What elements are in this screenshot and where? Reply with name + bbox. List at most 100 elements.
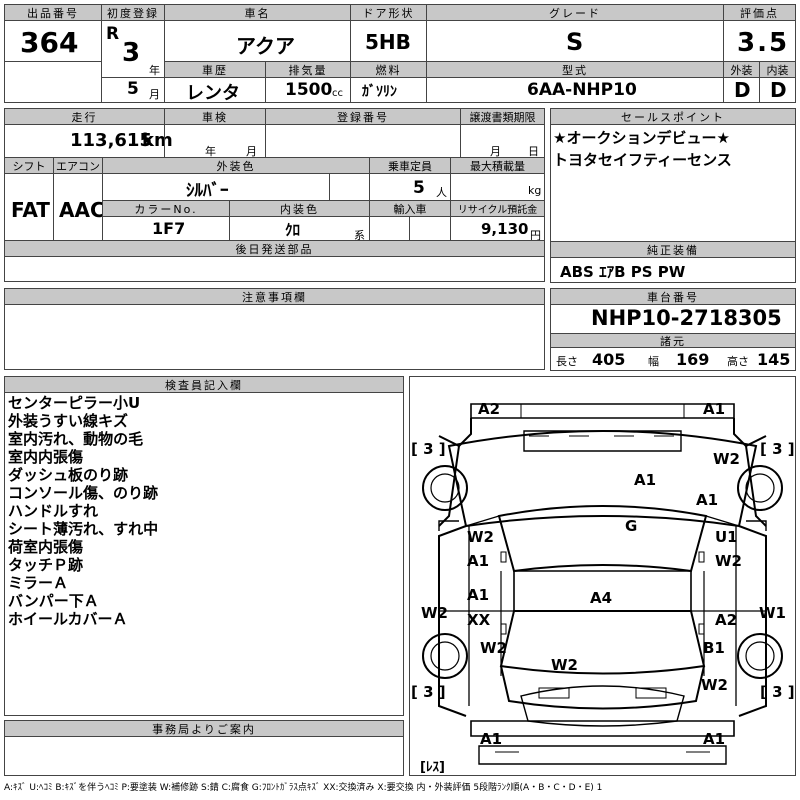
dmg-front-door-l-top: W2 <box>467 528 494 546</box>
lot-no-label: 出品番号 <box>4 4 102 21</box>
model-label: 型式 <box>426 61 724 78</box>
era-label: R <box>106 24 120 44</box>
shift-value: FAT <box>11 198 50 222</box>
reg-no-label: 登録番号 <box>265 108 461 125</box>
deadline-day-unit: 日 <box>528 145 539 158</box>
note-item: ハンドルすれ <box>8 502 99 520</box>
inspection-year-unit: 年 <box>205 145 216 158</box>
sales-point-1: ★オークションデビュー★ <box>553 129 730 147</box>
recycle-value: 9,130 <box>481 220 529 238</box>
note-item: ホイールカバーＡ <box>8 610 128 628</box>
reg-year-unit: 年 <box>149 64 160 77</box>
tire-fl: [ 3 ] <box>411 440 446 458</box>
recycle-unit: 円 <box>530 229 541 242</box>
transfer-deadline-label: 譲渡書類期限 <box>460 108 545 125</box>
reg-month-unit: 月 <box>149 88 160 101</box>
interior-value: D <box>770 78 787 102</box>
inspection-month-unit: 月 <box>246 145 257 158</box>
recycle-label: リサイクル預託金 <box>450 200 545 217</box>
length-value: 405 <box>592 350 626 369</box>
note-item: 荷室内張傷 <box>8 538 84 556</box>
ext-color-label: 外装色 <box>102 157 370 174</box>
dmg-rear-left: A1 <box>480 730 503 748</box>
inspector-notes: センターピラー小U 外装うすい線キズ 室内汚れ、動物の毛 室内内張傷 ダッシュ板… <box>8 394 158 628</box>
interior-label: 内装 <box>759 61 796 78</box>
import-label: 輸入車 <box>369 200 451 217</box>
genuine-label: 純正装備 <box>550 241 796 258</box>
int-color-unit: 系 <box>354 229 365 242</box>
tire-rl: [ 3 ] <box>411 683 446 701</box>
office-label: 事務局よりご案内 <box>4 720 404 737</box>
int-color-label: 内装色 <box>229 200 370 217</box>
legend: A:ｷｽﾞ U:ﾍｺﾐ B:ｷｽﾞを伴うﾍｺﾐ P:要塗装 W:補修跡 S:錆 … <box>4 783 603 793</box>
note-item: 室内内張傷 <box>8 448 84 466</box>
score-label: 評価点 <box>723 4 796 21</box>
note-item: 室内汚れ、動物の毛 <box>8 430 144 448</box>
capacity-value: 5 <box>413 178 425 198</box>
reg-year-value: 3 <box>122 38 141 68</box>
int-color-value: ｸﾛ <box>285 221 301 239</box>
shift-label: シフト <box>4 157 54 174</box>
reg-month-value: 5 <box>127 79 139 99</box>
exterior-value: D <box>734 78 751 102</box>
dmg-side-l: W2 <box>421 604 448 622</box>
dmg-rear-window: W2 <box>551 656 578 674</box>
car-diagram-frame <box>409 376 796 776</box>
spare-tire: [ﾚｽ] <box>420 760 445 775</box>
ext-color-value: ｼﾙﾊﾞｰ <box>186 181 229 201</box>
door-type-label: ドア形状 <box>350 4 427 21</box>
tire-fr: [ 3 ] <box>760 440 795 458</box>
deadline-month-unit: 月 <box>490 145 501 158</box>
note-item: ミラーＡ <box>8 574 69 592</box>
car-name-value: アクア <box>236 34 295 58</box>
later-parts-label: 後日発送部品 <box>4 240 545 257</box>
aircon-label: エアコン <box>53 157 103 174</box>
note-item: タッチＰ跡 <box>8 556 84 574</box>
dmg-front-door-r-top: U1 <box>715 528 738 546</box>
capacity-label: 乗車定員 <box>369 157 451 174</box>
width-value: 169 <box>676 350 710 369</box>
note-item: コンソール傷、のり跡 <box>8 484 159 502</box>
note-item: ダッシュ板のり跡 <box>8 466 129 484</box>
color-no-value: 1F7 <box>152 219 186 238</box>
dmg-side-r: W1 <box>759 604 786 622</box>
note-item: 外装うすい線キズ <box>8 412 129 430</box>
first-reg-label: 初度登録 <box>101 4 165 21</box>
dmg-front-door-l-bottom: A1 <box>467 552 490 570</box>
dmg-rear-right: A1 <box>703 730 726 748</box>
max-load-unit: kg <box>528 184 542 197</box>
sales-point-list: ★オークションデビュー★ トヨタセイフティーセンス <box>553 129 732 169</box>
door-type-value: 5HB <box>365 30 411 54</box>
dmg-rear-door-l-top: A1 <box>467 586 490 604</box>
tire-rr: [ 3 ] <box>760 683 795 701</box>
dmg-rear-door-r: A2 <box>715 611 738 629</box>
aircon-value: AAC <box>59 198 105 222</box>
dmg-roof: G <box>625 517 638 535</box>
dmg-trunk: A4 <box>590 589 613 607</box>
note-item: バンパー下Ａ <box>8 592 99 610</box>
fuel-label: 燃料 <box>350 61 427 78</box>
dmg-rear-wheel-r: W2 <box>701 676 728 694</box>
note-item: シート薄汚れ、すれ中 <box>8 520 159 538</box>
height-value: 145 <box>757 350 791 369</box>
inspector-label: 検査員記入欄 <box>4 376 404 393</box>
history-value: レンタ <box>186 83 240 104</box>
sales-point-2: トヨタセイフティーセンス <box>553 151 732 169</box>
model-value: 6AA-NHP10 <box>527 80 637 100</box>
grade-label: グレード <box>426 4 724 21</box>
height-label: 高さ <box>727 355 749 368</box>
mileage-value: 113,615 <box>70 130 152 151</box>
note-item: センターピラー小U <box>8 394 141 412</box>
dmg-front-wheel-r: W2 <box>713 450 740 468</box>
car-name-label: 車名 <box>164 4 351 21</box>
dmg-rear-door-l-bottom: XX <box>467 611 491 629</box>
displacement-label: 排気量 <box>265 61 351 78</box>
capacity-unit: 人 <box>436 186 447 199</box>
length-label: 長さ <box>556 355 578 368</box>
width-label: 幅 <box>648 355 659 368</box>
dmg-front-right: A1 <box>703 400 726 418</box>
max-load-label: 最大積載量 <box>450 157 545 174</box>
fuel-value: ｶﾞｿﾘﾝ <box>362 84 397 100</box>
sales-point-label: セールスポイント <box>550 108 796 125</box>
dmg-rear-wheel-l: W2 <box>480 639 507 657</box>
